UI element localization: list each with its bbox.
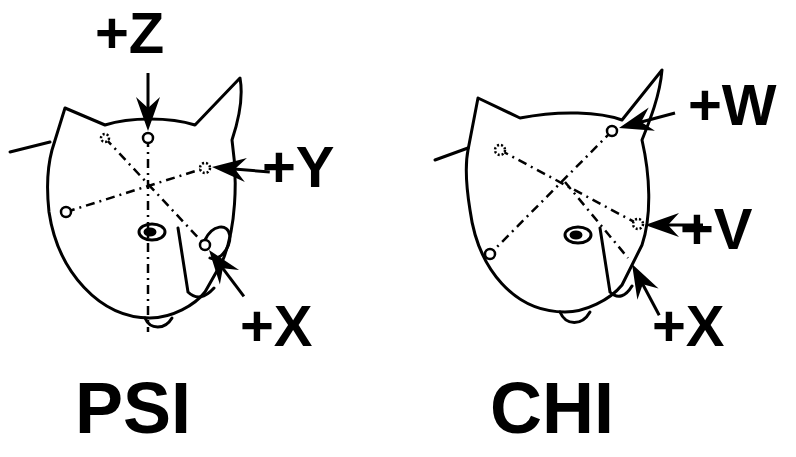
chin — [560, 312, 590, 323]
cat-head-outline — [466, 70, 662, 312]
axis-arrow — [616, 101, 678, 139]
chin — [145, 318, 172, 327]
axis-line — [147, 138, 150, 332]
axis-point — [495, 145, 505, 155]
axis-label: +X — [652, 297, 725, 355]
axis-arrow — [199, 243, 253, 304]
axis-point — [200, 163, 210, 173]
axis-label: +V — [680, 200, 753, 258]
eye — [565, 227, 591, 243]
panel-caption: PSI — [75, 372, 191, 444]
axis-line — [105, 138, 205, 245]
pupil — [145, 229, 155, 235]
axis-label: +X — [240, 297, 313, 355]
muzzle — [600, 228, 632, 296]
axis-point — [200, 240, 210, 250]
pupil — [571, 232, 581, 238]
axis-point — [143, 133, 153, 143]
axis-label: +Y — [262, 138, 335, 196]
neck-line — [435, 148, 468, 160]
axis-point — [485, 249, 495, 259]
axis-arrow — [136, 73, 160, 131]
axis-line — [66, 168, 205, 212]
axis-label: +W — [688, 76, 777, 134]
axis-point — [607, 126, 617, 136]
axis-label: +Z — [95, 4, 164, 62]
neck-line — [10, 142, 50, 152]
axis-point — [633, 219, 643, 229]
axis-point — [101, 134, 109, 142]
axis-line — [490, 131, 612, 254]
axis-point — [61, 207, 71, 217]
panel-caption: CHI — [490, 372, 614, 444]
axis-arrow — [211, 155, 271, 184]
eye — [139, 224, 165, 240]
axis-line — [565, 182, 628, 258]
